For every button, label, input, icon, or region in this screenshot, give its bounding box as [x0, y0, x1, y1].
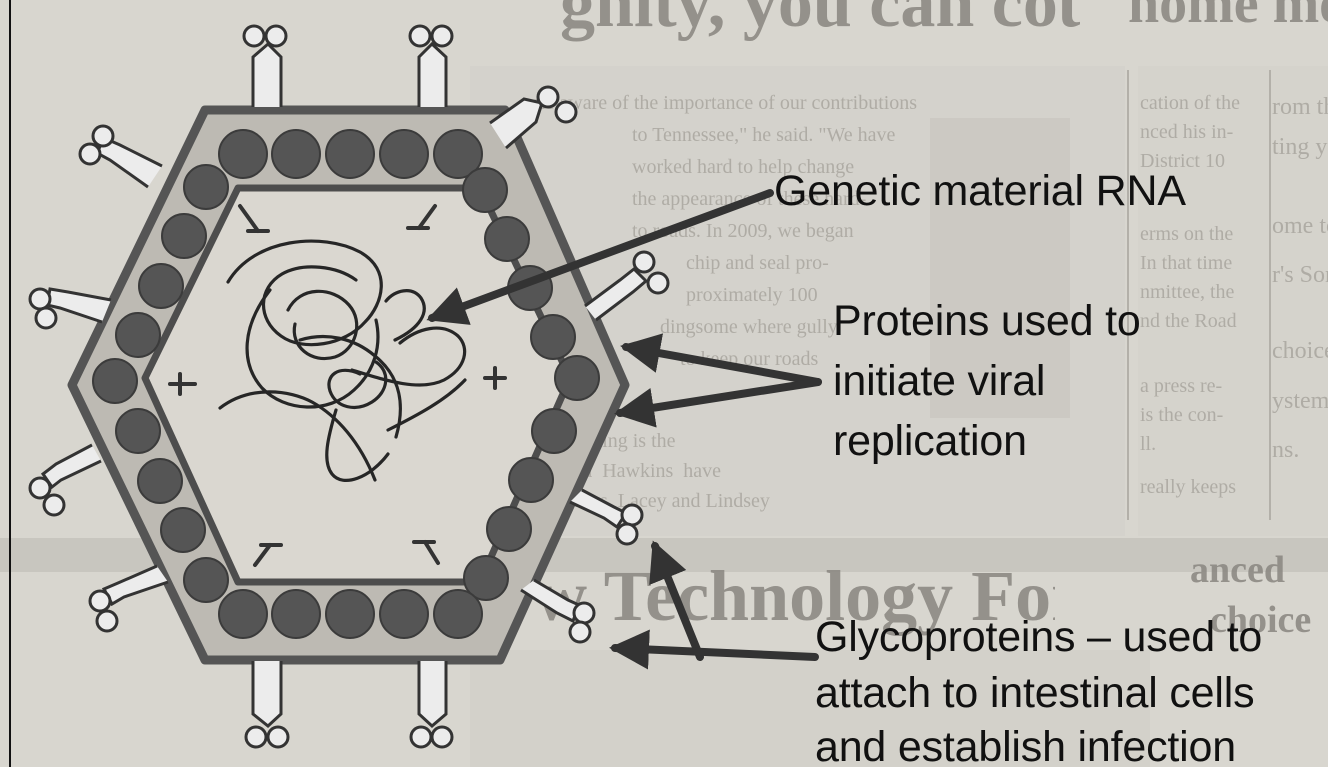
label-glycoproteins-line-2: attach to intestinal cells [815, 668, 1254, 718]
label-genetic-material: Genetic material RNA [774, 166, 1186, 216]
arrow-to-glycoprotein-lower [615, 648, 815, 657]
arrow-to-glycoprotein-upper [655, 546, 700, 657]
label-glycoproteins-line-3: and establish infection [815, 722, 1236, 767]
arrow-to-proteins-top [626, 347, 818, 382]
label-proteins-line-2: initiate viral [833, 356, 1045, 406]
label-proteins-line-1: Proteins used to [833, 296, 1141, 346]
label-proteins-line-3: replication [833, 416, 1027, 466]
label-glycoproteins-line-1: Glycoproteins – used to [815, 612, 1262, 662]
arrow-to-proteins-bottom [620, 382, 818, 413]
